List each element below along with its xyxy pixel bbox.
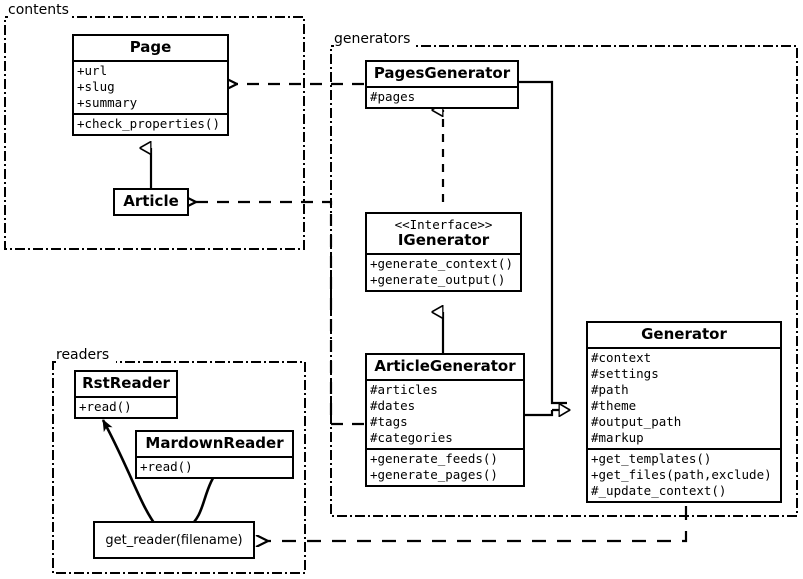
class-generator[interactable]: Generator #context #settings #path #them…: [586, 321, 782, 503]
class-generator-methods: +get_templates() +get_files(path,exclude…: [588, 448, 780, 501]
class-igenerator-stereotype: <<Interface>>: [394, 217, 493, 232]
class-igenerator-method: +generate_context(): [370, 256, 513, 271]
class-articlegenerator-attribute: #articles: [370, 382, 438, 397]
class-page-attribute: +slug: [77, 79, 115, 94]
class-page-attribute: +url: [77, 63, 108, 78]
class-generator-attribute: #markup: [591, 430, 644, 445]
class-mardownreader-method: +read(): [140, 459, 193, 474]
class-generator-method: +get_files(path,exclude): [591, 467, 772, 482]
class-getreader[interactable]: get_reader(filename): [93, 521, 255, 559]
relation-generator-uses-getreader: [268, 506, 688, 541]
class-generator-attribute: #settings: [591, 366, 659, 381]
class-pagesgenerator-attribute: #pages: [370, 89, 416, 104]
class-articlegenerator-attributes: #articles #dates #tags #categories: [367, 379, 523, 448]
class-page-title: Page: [129, 38, 172, 56]
class-articlegenerator-attribute: #tags: [370, 414, 408, 429]
class-generator-method: +get_templates(): [591, 451, 712, 466]
class-page[interactable]: Page +url +slug +summary +check_properti…: [72, 34, 229, 136]
class-page-method: +check_properties(): [77, 116, 220, 131]
class-mardownreader[interactable]: MardownReader +read(): [135, 430, 294, 479]
class-articlegenerator-attribute: #categories: [370, 430, 453, 445]
class-articlegenerator-method: +generate_feeds(): [370, 451, 498, 466]
class-articlegenerator-attribute: #dates: [370, 398, 416, 413]
class-rstreader-method: +read(): [79, 399, 132, 414]
class-generator-attribute: #output_path: [591, 414, 682, 429]
class-mardownreader-title: MardownReader: [145, 434, 284, 452]
class-articlegenerator[interactable]: ArticleGenerator #articles #dates #tags …: [365, 353, 525, 487]
class-getreader-label: get_reader(filename): [105, 532, 243, 548]
class-generator-attribute: #theme: [591, 398, 637, 413]
class-rstreader-title: RstReader: [82, 374, 170, 392]
class-pagesgenerator[interactable]: PagesGenerator #pages: [365, 60, 519, 109]
class-igenerator-methods: +generate_context() +generate_output(): [367, 253, 520, 290]
class-pagesgenerator-attributes: #pages: [367, 86, 517, 107]
class-article-title: Article: [123, 192, 179, 210]
class-generator-attribute: #context: [591, 350, 652, 365]
class-generator-method: #_update_context(): [591, 483, 727, 498]
class-article[interactable]: Article: [113, 188, 189, 216]
class-generator-attribute: #path: [591, 382, 629, 397]
class-igenerator-method: +generate_output(): [370, 272, 506, 287]
package-label-readers: readers: [56, 347, 110, 363]
class-mardownreader-methods: +read(): [137, 456, 292, 477]
class-generator-title: Generator: [641, 325, 727, 343]
class-igenerator[interactable]: <<Interface>> IGenerator +generate_conte…: [365, 212, 522, 292]
relation-pagesgenerator-extends-generator: [519, 80, 567, 405]
class-articlegenerator-title: ArticleGenerator: [374, 357, 516, 375]
class-articlegenerator-methods: +generate_feeds() +generate_pages(): [367, 448, 523, 485]
class-generator-attributes: #context #settings #path #theme #output_…: [588, 347, 780, 448]
class-page-methods: +check_properties(): [74, 113, 227, 134]
class-igenerator-title: IGenerator: [397, 231, 490, 249]
relation-articlegenerator-uses-article: [196, 202, 364, 426]
class-pagesgenerator-title: PagesGenerator: [373, 64, 511, 82]
package-label-contents: contents: [8, 2, 69, 18]
class-articlegenerator-method: +generate_pages(): [370, 467, 498, 482]
class-page-attribute: +summary: [77, 95, 138, 110]
class-rstreader-methods: +read(): [76, 396, 176, 417]
class-rstreader[interactable]: RstReader +read(): [74, 370, 178, 419]
class-page-attributes: +url +slug +summary: [74, 60, 227, 113]
package-label-generators: generators: [334, 31, 411, 47]
relation-articlegenerator-extends-generator: [525, 410, 554, 417]
